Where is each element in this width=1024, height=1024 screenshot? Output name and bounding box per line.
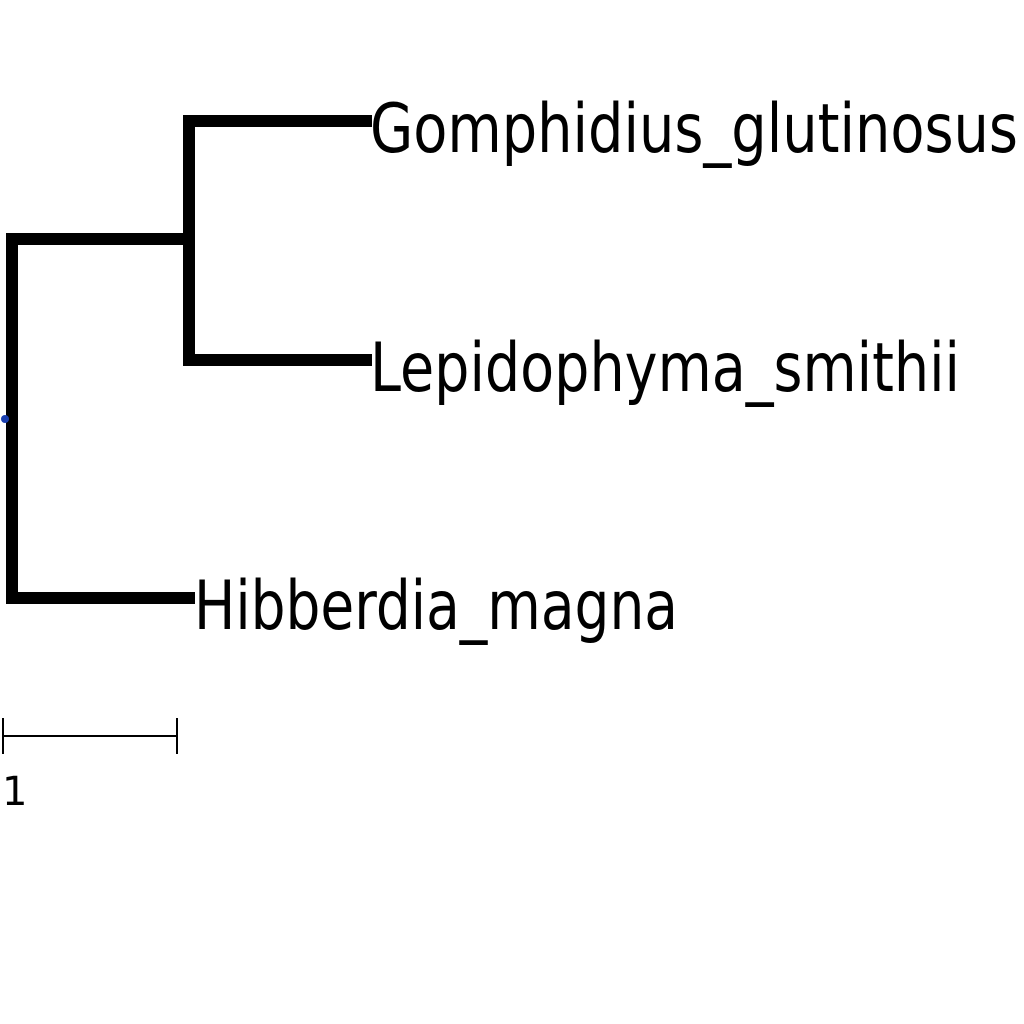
scale-bar: 1 (2, 718, 178, 815)
root-node-marker (1, 415, 9, 423)
scale-bar-label: 1 (2, 769, 27, 815)
leaf-label-lepidophyma: Lepidophyma_smithii (370, 329, 960, 408)
leaf-label-hibberdia: Hibberdia_magna (194, 567, 678, 646)
leaf-label-gomphidius: Gomphidius_glutinosus (370, 90, 1018, 169)
